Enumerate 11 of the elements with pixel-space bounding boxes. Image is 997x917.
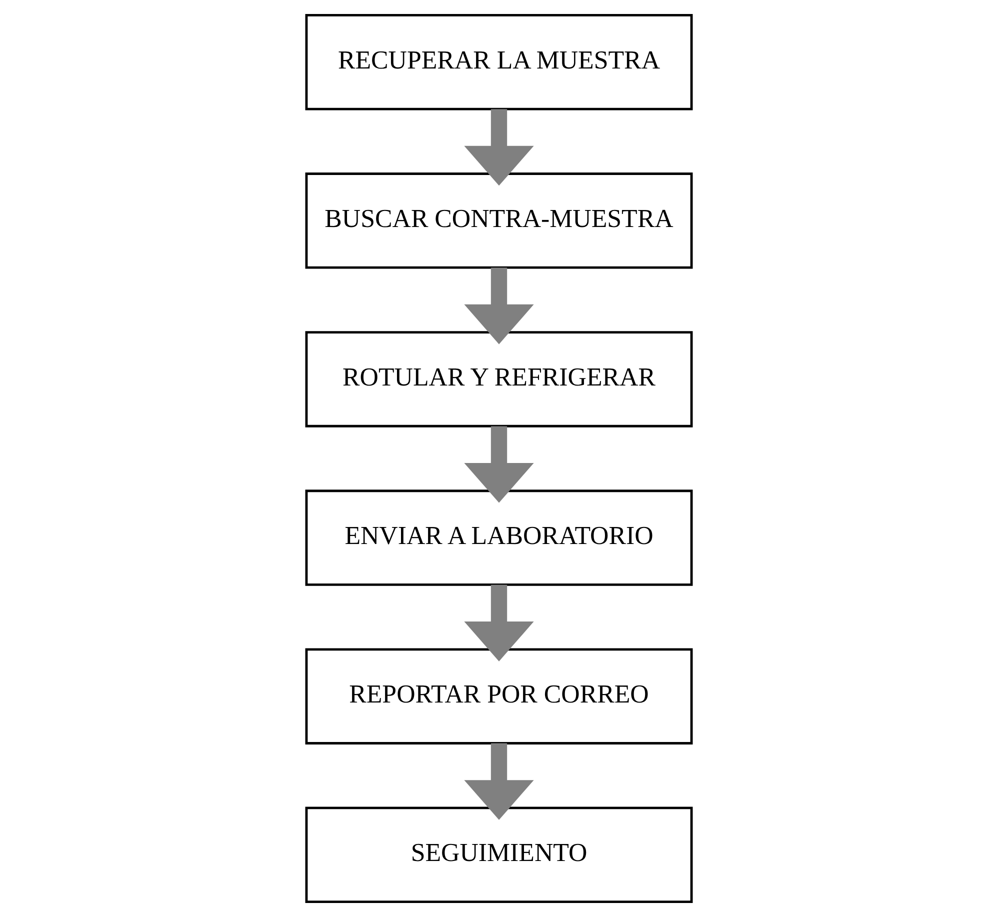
node-box: REPORTAR POR CORREO xyxy=(304,648,692,744)
node-box: SEGUIMIENTO xyxy=(304,806,692,904)
node-box: ROTULAR Y REFRIGERAR xyxy=(304,331,692,428)
node-box: BUSCAR CONTRA-MUESTRA xyxy=(304,172,692,269)
arrow xyxy=(464,426,534,503)
arrow xyxy=(464,268,534,344)
node-box: ENVIAR A LABORATORIO xyxy=(304,490,692,586)
node-box: RECUPERAR LA MUESTRA xyxy=(304,14,692,110)
arrow xyxy=(464,109,534,186)
arrow xyxy=(464,743,534,820)
arrow xyxy=(464,584,534,662)
